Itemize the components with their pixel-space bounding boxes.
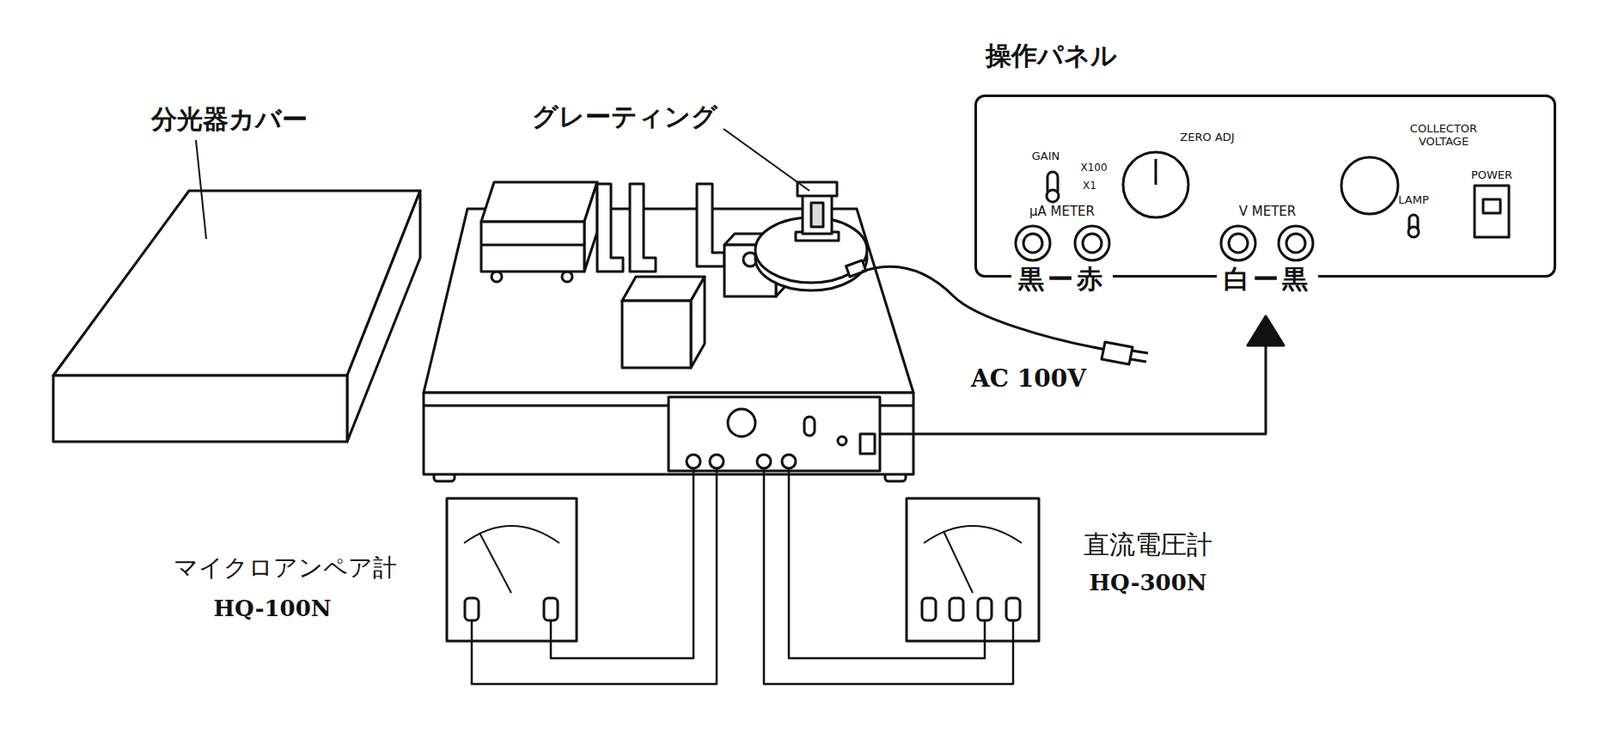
part-label: グレーティング bbox=[531, 102, 718, 133]
panel-label: ZERO ADJ bbox=[1179, 131, 1234, 145]
spectrometer-base bbox=[860, 433, 875, 454]
spectrometer-base bbox=[804, 416, 815, 436]
panel-label: V METER bbox=[1239, 204, 1297, 220]
panel-controls bbox=[1408, 226, 1419, 238]
panel-controls bbox=[1154, 158, 1158, 185]
leader-line bbox=[195, 128, 810, 239]
dc-voltmeter bbox=[906, 498, 1039, 642]
grating-holder bbox=[795, 182, 839, 241]
panel-controls bbox=[1228, 233, 1248, 253]
control-panel: 操作パネルGAINX100X1ZERO ADJCOLLECTOR VOLTAGE… bbox=[974, 94, 1557, 278]
panel-controls bbox=[1286, 233, 1306, 253]
dc-voltmeter bbox=[1006, 598, 1020, 621]
spectrometer-base bbox=[781, 454, 796, 469]
microammeter bbox=[446, 498, 577, 642]
panel-label: 黒ー赤 bbox=[1011, 264, 1113, 295]
spectrometer-base bbox=[727, 409, 756, 437]
leader-line bbox=[723, 128, 810, 191]
meter-wire bbox=[763, 468, 1014, 684]
microammeter bbox=[464, 525, 560, 544]
panel-arrow bbox=[1247, 316, 1284, 346]
lamp-housing bbox=[561, 271, 573, 282]
lamp-housing bbox=[481, 244, 585, 247]
panel-label: LAMP bbox=[1398, 194, 1430, 208]
power-cord bbox=[1130, 359, 1147, 362]
part-label: HQ-300N bbox=[1089, 570, 1208, 597]
spectrometer-cover bbox=[53, 190, 421, 442]
meter-wire bbox=[471, 468, 1014, 684]
lamp-housing bbox=[481, 182, 598, 282]
lamp-housing bbox=[491, 271, 502, 282]
spectrometer-base bbox=[686, 454, 701, 469]
dc-voltmeter bbox=[977, 598, 992, 621]
detector-block bbox=[622, 276, 705, 368]
grating-holder bbox=[802, 194, 832, 234]
panel-heading: 操作パネル bbox=[985, 41, 1118, 72]
panel-controls bbox=[1221, 225, 1256, 261]
power-cord bbox=[1101, 341, 1133, 365]
panel-arrow bbox=[879, 316, 1284, 434]
panel-controls bbox=[1278, 225, 1313, 261]
slit-holder bbox=[597, 183, 623, 272]
spectrometer-base bbox=[423, 208, 914, 393]
part-label: 分光器カバー bbox=[151, 104, 308, 135]
panel-label: 白ー黒 bbox=[1216, 264, 1319, 295]
microammeter bbox=[543, 598, 558, 621]
dc-voltmeter bbox=[949, 598, 964, 621]
panel-label: μA METER bbox=[1029, 204, 1095, 220]
lamp-housing bbox=[481, 182, 598, 222]
spectrometer-base bbox=[668, 396, 880, 471]
grating-holder bbox=[811, 202, 824, 227]
microammeter bbox=[479, 532, 512, 593]
slit-holder bbox=[629, 183, 656, 272]
panel-controls bbox=[1023, 233, 1043, 253]
dc-voltmeter bbox=[923, 525, 1022, 544]
meter-wire bbox=[550, 468, 694, 659]
panel-controls bbox=[1015, 152, 1509, 261]
spectrometer-base bbox=[757, 454, 771, 469]
lamp-housing bbox=[481, 221, 585, 272]
part-label: マイクロアンペア計 bbox=[173, 554, 397, 582]
spectrometer-base bbox=[423, 208, 914, 482]
part-label: 直流電圧計 bbox=[1083, 530, 1213, 561]
panel-controls bbox=[1074, 225, 1110, 261]
slit-holder bbox=[597, 183, 725, 272]
panel-label: GAIN bbox=[1032, 150, 1061, 164]
panel-controls bbox=[1046, 189, 1059, 202]
panel-label: X100 bbox=[1080, 162, 1107, 175]
panel-controls bbox=[1483, 199, 1501, 214]
slit-holder bbox=[696, 183, 725, 267]
panel-label: POWER bbox=[1471, 169, 1513, 183]
grating-holder bbox=[797, 182, 837, 196]
dc-voltmeter bbox=[943, 531, 973, 593]
meter-wire bbox=[471, 468, 717, 684]
spectrometer-cover bbox=[53, 375, 348, 442]
panel-label: COLLECTOR VOLTAGE bbox=[1396, 122, 1491, 149]
detector-block bbox=[622, 300, 691, 368]
spectrometer-base bbox=[709, 454, 724, 469]
panel-controls bbox=[1015, 225, 1051, 261]
part-label: AC 100V bbox=[970, 365, 1087, 393]
panel-label: X1 bbox=[1082, 180, 1097, 193]
turntable bbox=[846, 260, 867, 277]
microammeter bbox=[464, 598, 479, 621]
meter-wire bbox=[788, 468, 985, 659]
panel-controls bbox=[1474, 185, 1509, 238]
microammeter bbox=[446, 498, 577, 642]
part-label: HQ-100N bbox=[213, 596, 332, 623]
panel-controls bbox=[1082, 233, 1102, 253]
dc-voltmeter bbox=[906, 498, 1039, 642]
panel-controls bbox=[1123, 152, 1189, 218]
spectrometer-base bbox=[423, 392, 914, 475]
spectrometer-base bbox=[837, 436, 847, 446]
spectrometer-cover bbox=[347, 190, 421, 442]
power-cord bbox=[1131, 350, 1149, 354]
lamp-housing bbox=[584, 182, 598, 272]
panel-controls bbox=[1341, 157, 1399, 214]
detector-block bbox=[690, 276, 705, 368]
leader-line bbox=[195, 140, 207, 239]
dc-voltmeter bbox=[922, 598, 936, 621]
panel-arrow bbox=[879, 343, 1266, 434]
